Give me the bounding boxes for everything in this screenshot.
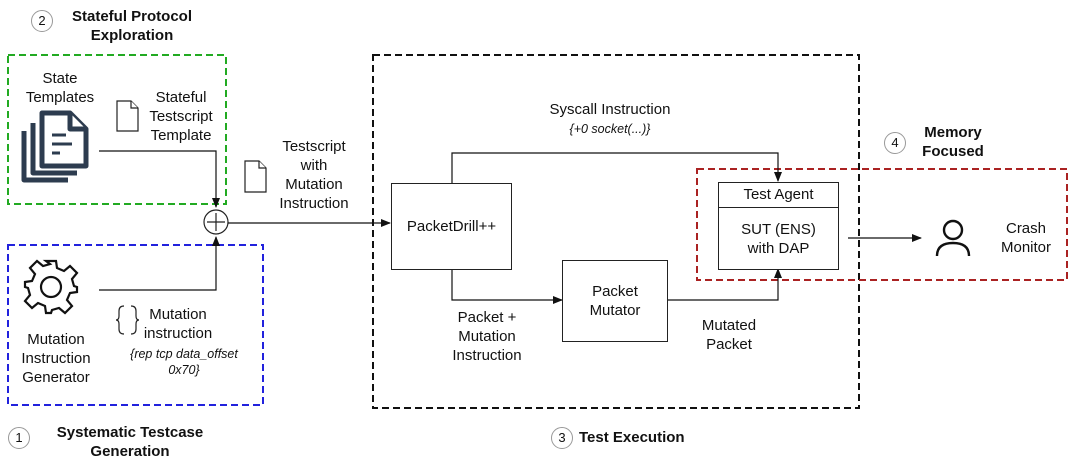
mutated-packet-arrow (666, 268, 782, 301)
plus-circle-icon (203, 209, 229, 235)
template-connector (99, 150, 220, 208)
person-icon (935, 219, 971, 257)
syscall-arrow (451, 152, 782, 183)
section-number-3: 3 (551, 427, 573, 449)
packetdrill-box: PacketDrill++ (391, 183, 512, 270)
syscall-instruction-example: {+0 socket(...)} (569, 122, 651, 136)
memory-focused-region (696, 168, 1068, 281)
document-icon (244, 160, 267, 193)
testcase-generation-region (7, 244, 264, 406)
packet-arrow (451, 269, 563, 304)
section-number-1: 1 (8, 427, 30, 449)
document-stack-icon (21, 110, 89, 183)
target-box: Test Agent SUT (ENS)with DAP (718, 182, 839, 270)
section-number-2: 2 (31, 10, 53, 32)
stateful-exploration-region (7, 54, 227, 205)
sut-label: SUT (ENS)with DAP (741, 221, 816, 257)
syscall-instruction-label: Syscall Instruction (549, 101, 671, 118)
test-execution-region (372, 54, 860, 409)
braces-icon (115, 305, 140, 335)
document-icon (116, 100, 139, 132)
section-title-execution: Test Execution (579, 429, 685, 446)
gear-icon (23, 259, 79, 315)
generator-connector (99, 236, 220, 291)
test-agent-header: Test Agent (719, 183, 838, 208)
section-number-4: 4 (884, 132, 906, 154)
